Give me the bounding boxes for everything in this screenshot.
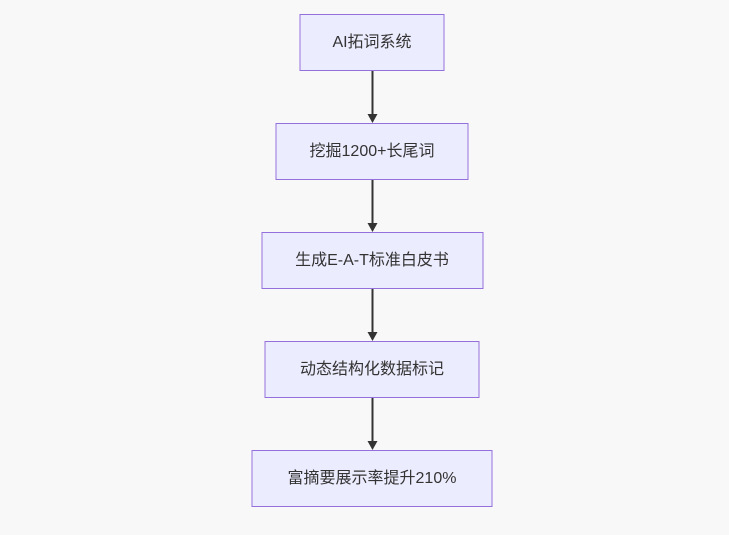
- flowchart-column: AI拓词系统 挖掘1200+长尾词 生成E-A-T标准白皮书 动态结构化数据标记: [251, 14, 493, 507]
- flow-node-label: 富摘要展示率提升210%: [287, 469, 457, 487]
- flow-arrow: [367, 398, 377, 450]
- arrow-line: [371, 180, 373, 223]
- flow-node-label: 生成E-A-T标准白皮书: [295, 251, 449, 269]
- flow-arrow: [367, 71, 377, 123]
- flow-node-eat-whitepaper: 生成E-A-T标准白皮书: [261, 232, 483, 289]
- arrow-line: [371, 398, 373, 441]
- flow-node-ai-expand-system: AI拓词系统: [299, 14, 445, 71]
- arrow-head-icon: [367, 441, 377, 450]
- flow-arrow: [367, 180, 377, 232]
- flow-arrow: [367, 289, 377, 341]
- arrow-head-icon: [367, 223, 377, 232]
- flow-node-rich-snippet-rate: 富摘要展示率提升210%: [251, 450, 493, 507]
- flow-node-label: 动态结构化数据标记: [299, 360, 444, 378]
- flow-node-label: AI拓词系统: [332, 33, 412, 51]
- flow-node-structured-data-markup: 动态结构化数据标记: [264, 341, 480, 398]
- flow-node-label: 挖掘1200+长尾词: [309, 142, 435, 160]
- flow-node-longtail-mining: 挖掘1200+长尾词: [275, 123, 469, 180]
- arrow-head-icon: [367, 332, 377, 341]
- arrow-line: [371, 71, 373, 114]
- arrow-head-icon: [367, 114, 377, 123]
- arrow-line: [371, 289, 373, 332]
